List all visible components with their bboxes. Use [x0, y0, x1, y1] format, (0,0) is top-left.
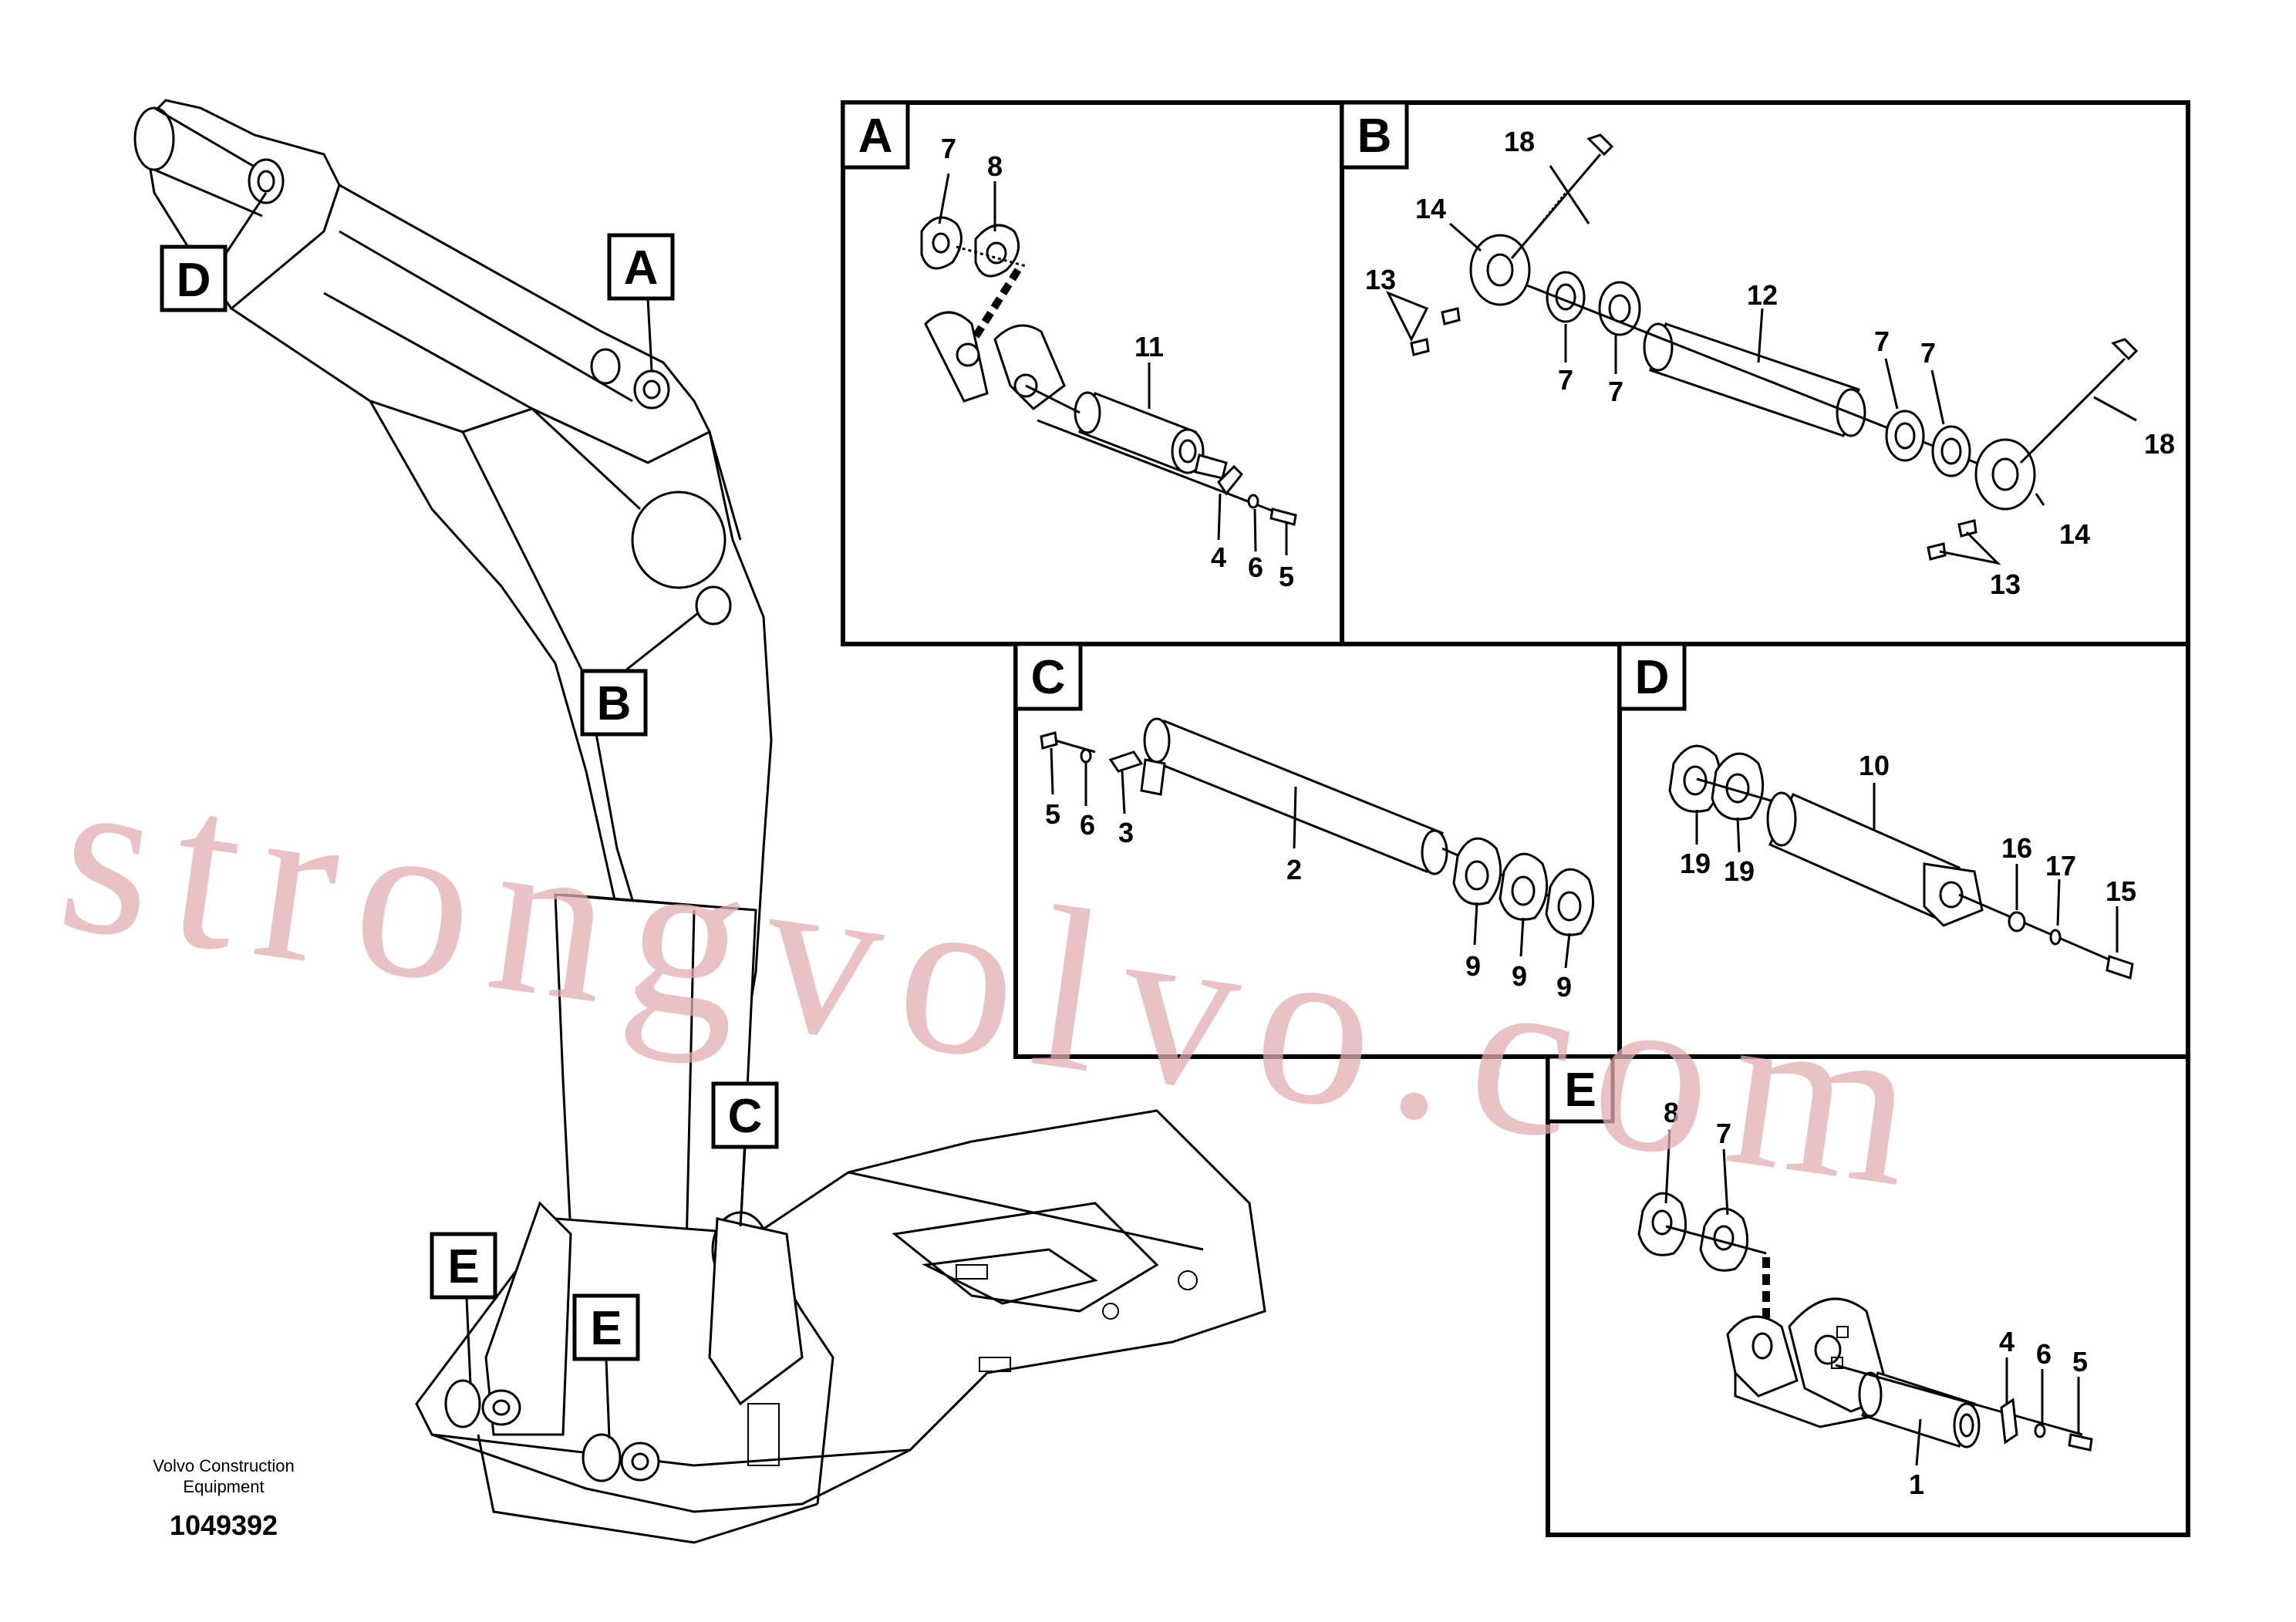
- part-14-lower: 14: [2059, 518, 2090, 550]
- part-13-lower: 13: [1990, 568, 2021, 600]
- callout-b-letter: B: [597, 677, 632, 730]
- callout-e-left-letter: E: [447, 1240, 479, 1293]
- callout-e-right-letter: E: [590, 1302, 622, 1355]
- caption-company-line2: Equipment: [183, 1477, 264, 1496]
- part-6-panel-a: 6: [1248, 551, 1263, 583]
- part-5-panel-e: 5: [2072, 1346, 2088, 1378]
- part-7-panel-b-2: 7: [1608, 376, 1623, 407]
- part-4-panel-e: 4: [1999, 1326, 2014, 1357]
- callout-a[interactable]: A: [607, 233, 675, 371]
- part-16: 16: [2001, 832, 2032, 864]
- part-15: 15: [2106, 875, 2136, 907]
- part-9-panel-c-3: 9: [1556, 971, 1572, 1003]
- caption-company-line1: Volvo Construction: [153, 1456, 294, 1475]
- part-9-panel-c-1: 9: [1465, 950, 1481, 982]
- part-6-panel-c: 6: [1080, 809, 1095, 841]
- part-7-panel-b-4: 7: [1920, 337, 1936, 369]
- callout-e-right[interactable]: E: [572, 1293, 640, 1439]
- callout-c-letter: C: [728, 1090, 763, 1143]
- part-7-panel-a: 7: [941, 133, 956, 164]
- callout-c[interactable]: C: [711, 1081, 779, 1227]
- panel-d-label: D: [1635, 651, 1670, 704]
- part-19-1: 19: [1680, 848, 1711, 879]
- callout-a-letter: A: [624, 241, 659, 295]
- panel-b-label: B: [1357, 110, 1392, 163]
- detail-panel-d: D 19 19 10 16 17 15: [1617, 642, 2190, 1059]
- part-5-panel-c: 5: [1045, 798, 1060, 830]
- part-8-panel-e: 8: [1664, 1097, 1679, 1128]
- detail-panel-a: A 7 8 11 4 6 5: [841, 100, 1344, 646]
- part-18-lower: 18: [2144, 428, 2175, 460]
- part-7-panel-b-1: 7: [1558, 364, 1573, 396]
- callout-e-left[interactable]: E: [430, 1232, 497, 1385]
- drawing-caption: Volvo Construction Equipment 1049392: [153, 1456, 294, 1541]
- part-19-2: 19: [1724, 855, 1755, 887]
- part-5-panel-a: 5: [1279, 561, 1294, 592]
- part-6-panel-e: 6: [2036, 1338, 2052, 1370]
- callout-b[interactable]: B: [580, 612, 699, 737]
- part-1: 1: [1909, 1469, 1924, 1500]
- part-7-panel-e: 7: [1716, 1118, 1731, 1149]
- part-4-panel-a: 4: [1211, 541, 1226, 573]
- part-12: 12: [1747, 279, 1778, 311]
- part-13-upper: 13: [1365, 264, 1396, 295]
- part-14-upper: 14: [1415, 193, 1446, 224]
- part-10: 10: [1859, 750, 1890, 781]
- panel-a-label: A: [858, 110, 893, 163]
- boom-illustration: [133, 99, 1266, 1544]
- part-17: 17: [2045, 850, 2076, 882]
- detail-panel-b: B: [1340, 100, 2190, 646]
- part-2: 2: [1286, 854, 1302, 885]
- detail-panel-e: E 8 7 4 6 5 1: [1546, 1054, 2190, 1537]
- part-8-panel-a: 8: [987, 150, 1003, 182]
- callout-d[interactable]: D: [160, 192, 268, 312]
- callout-d-letter: D: [177, 254, 211, 307]
- drawing-number: 1049392: [170, 1509, 278, 1541]
- detail-panel-c: C 5 6 3 2 9 9 9: [1013, 642, 1622, 1059]
- part-9-panel-c-2: 9: [1512, 960, 1527, 992]
- part-7-panel-b-3: 7: [1874, 325, 1890, 357]
- panel-e-label: E: [1564, 1064, 1596, 1117]
- panel-c-label: C: [1031, 651, 1066, 704]
- part-18-upper: 18: [1504, 126, 1535, 157]
- part-11: 11: [1135, 331, 1164, 363]
- part-3: 3: [1118, 817, 1134, 848]
